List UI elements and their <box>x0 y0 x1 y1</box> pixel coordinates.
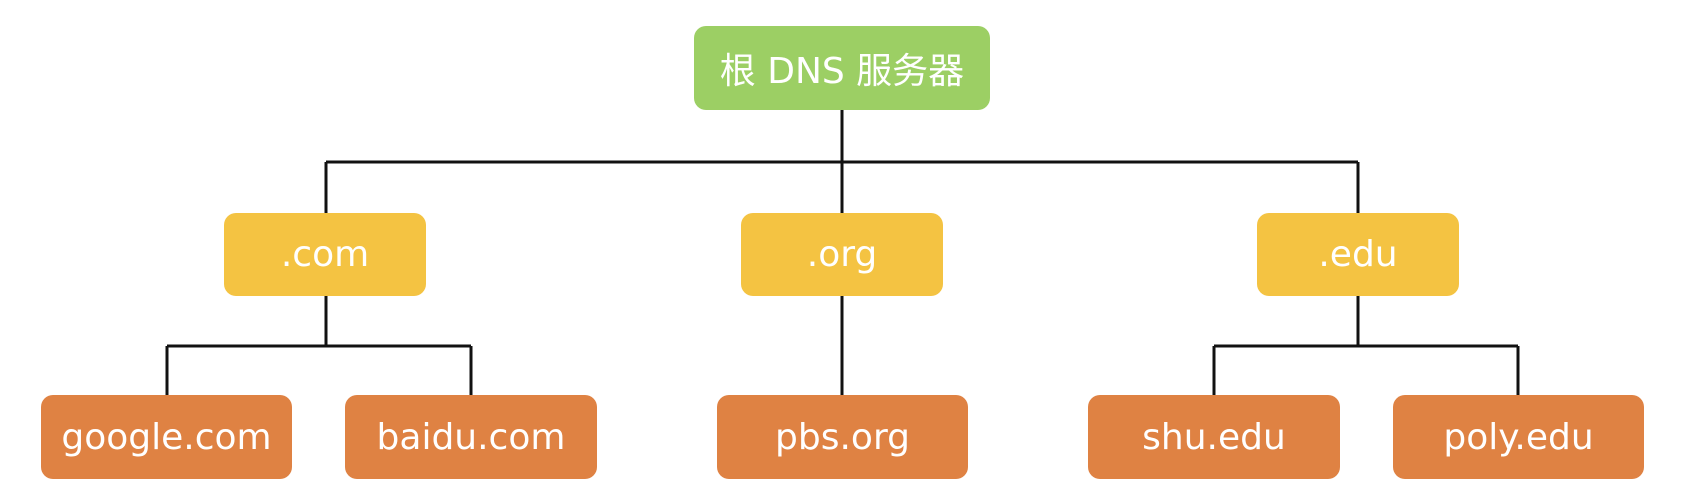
domain-node-pbs: pbs.org <box>717 395 968 479</box>
domain-node-google: google.com <box>41 395 292 479</box>
domain-node-shu: shu.edu <box>1088 395 1340 479</box>
domain-node-poly: poly.edu <box>1393 395 1644 479</box>
root-dns-server-node: 根 DNS 服务器 <box>694 26 990 110</box>
tld-node-com: .com <box>224 213 426 296</box>
tld-node-org: .org <box>741 213 943 296</box>
edu-to-domains-connector <box>1212 296 1520 395</box>
root-to-tlds-connector <box>324 110 1360 213</box>
com-to-domains-connector <box>165 296 473 395</box>
domain-node-baidu: baidu.com <box>345 395 597 479</box>
tld-node-edu: .edu <box>1257 213 1459 296</box>
